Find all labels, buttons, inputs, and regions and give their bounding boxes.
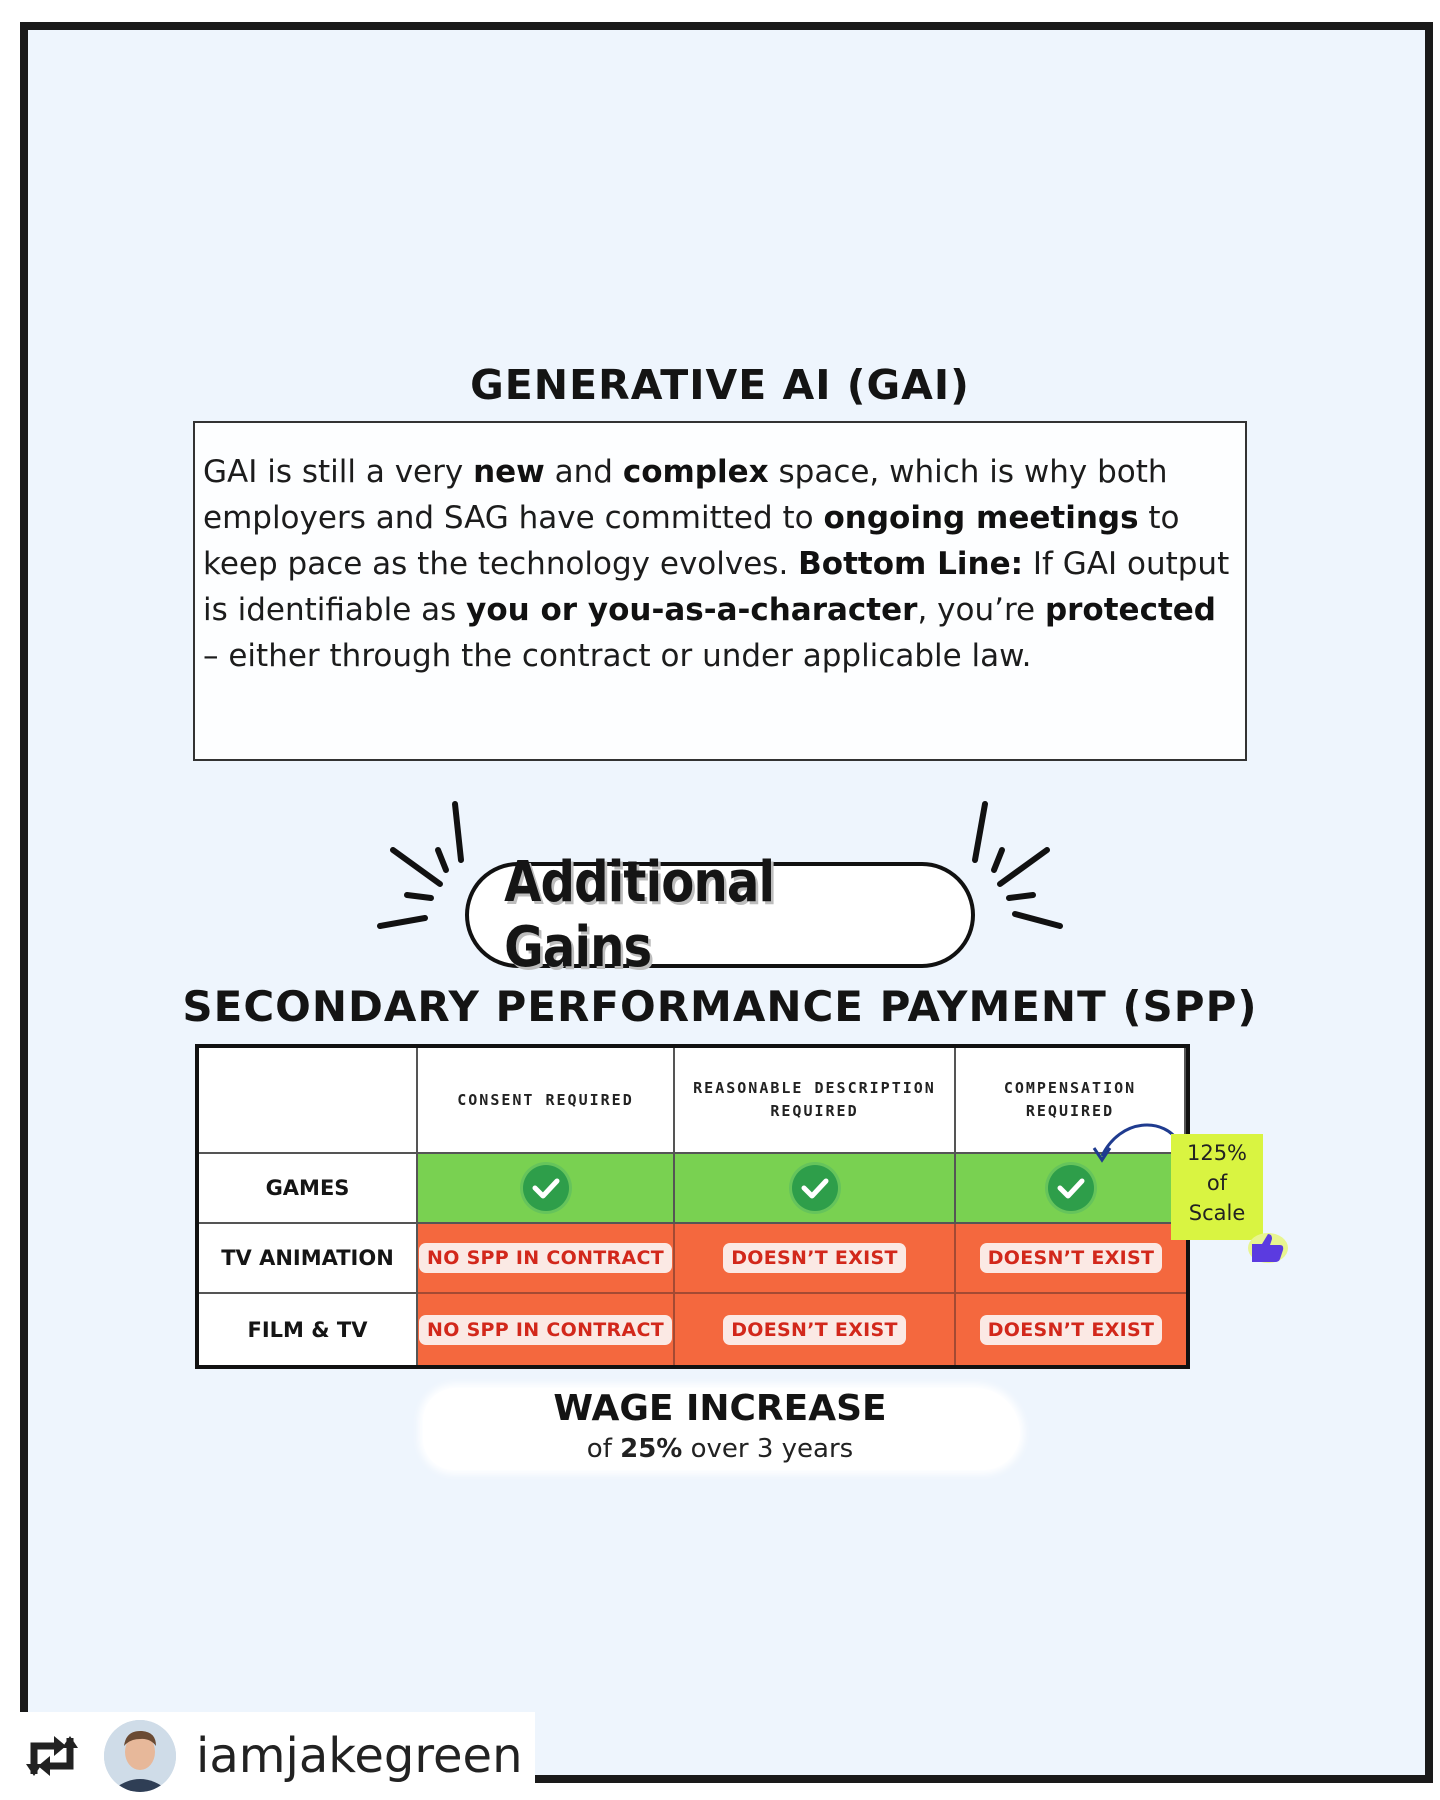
table-cell: DOESN’T EXIST [675,1224,956,1294]
status-badge: DOESN’T EXIST [723,1243,906,1273]
repost-credit[interactable]: iamjakegreen [0,1712,535,1800]
note-line-3: Scale [1188,1201,1246,1225]
gai-emphasis: protected [1044,592,1216,628]
note-line-1: 125% [1186,1141,1248,1165]
table-cell: NO SPP IN CONTRACT [418,1224,675,1294]
check-icon [1048,1165,1094,1211]
gai-text: , you’re [917,592,1045,628]
burst-lines-icon [377,801,1063,929]
table-cell [418,1154,675,1224]
gai-text: If GAI output is identifiable as [203,546,1230,628]
avatar-person-icon [104,1720,176,1792]
table-cell [675,1154,956,1224]
gai-text: GAI is still a very [203,454,474,490]
table-corner [199,1048,418,1154]
gai-text: and [544,454,623,490]
gai-emphasis: ongoing meetings [823,500,1139,536]
table-cell [956,1154,1186,1224]
column-header: CONSENT REQUIRED [418,1048,675,1154]
check-icon [791,1165,838,1211]
gai-description-box: GAI is still a very new and complex spac… [193,421,1247,761]
status-badge: DOESN’T EXIST [723,1314,906,1345]
gai-emphasis: complex [622,454,769,490]
wage-highlight [423,1388,1020,1470]
gai-text: space, which is why both employers and S… [203,454,1168,536]
row-label: TV ANIMATION [199,1224,418,1294]
note-line-2: of [1206,1171,1228,1195]
gai-emphasis: Bottom Line: [798,546,1023,582]
gai-heading: GENERATIVE AI (GAI) [470,361,970,409]
table-cell: NO SPP IN CONTRACT [418,1294,675,1365]
wage-increase-heading: WAGE INCREASE [553,1388,887,1429]
username[interactable]: iamjakegreen [196,1728,523,1784]
column-header: REASONABLE DESCRIPTION REQUIRED [675,1048,956,1154]
additional-gains-banner: Additional Gains [0,790,1440,990]
check-icon [522,1165,569,1211]
additional-gains-label: Additional Gains [504,850,775,980]
thumbs-up-icon [1248,1233,1288,1263]
avatar[interactable] [104,1720,176,1792]
gai-text: – either through the contract or under a… [203,638,1032,674]
status-badge: NO SPP IN CONTRACT [419,1243,672,1273]
gai-text: to keep pace as the technology evolves. [203,500,1180,582]
wage-percent: 25% [620,1434,683,1464]
wage-increase-detail: of 25% over 3 years [586,1434,854,1464]
column-header: COMPENSATION REQUIRED [956,1048,1186,1154]
row-label: GAMES [199,1154,418,1224]
compensation-note: 125% of Scale [1171,1134,1263,1240]
status-badge: DOESN’T EXIST [979,1243,1163,1273]
status-badge: NO SPP IN CONTRACT [419,1314,672,1345]
gai-emphasis: you or you-as-a-character [466,592,918,628]
table-cell: DOESN’T EXIST [956,1294,1186,1365]
row-label: FILM & TV [199,1294,418,1365]
gai-emphasis: new [473,454,545,490]
status-badge: DOESN’T EXIST [979,1314,1163,1345]
table-cell: DOESN’T EXIST [956,1224,1186,1294]
spp-heading: SECONDARY PERFORMANCE PAYMENT (SPP) [182,982,1258,1031]
repost-icon [26,1736,78,1776]
additional-gains-pill: Additional Gains [465,850,975,980]
table-cell: DOESN’T EXIST [675,1294,956,1365]
